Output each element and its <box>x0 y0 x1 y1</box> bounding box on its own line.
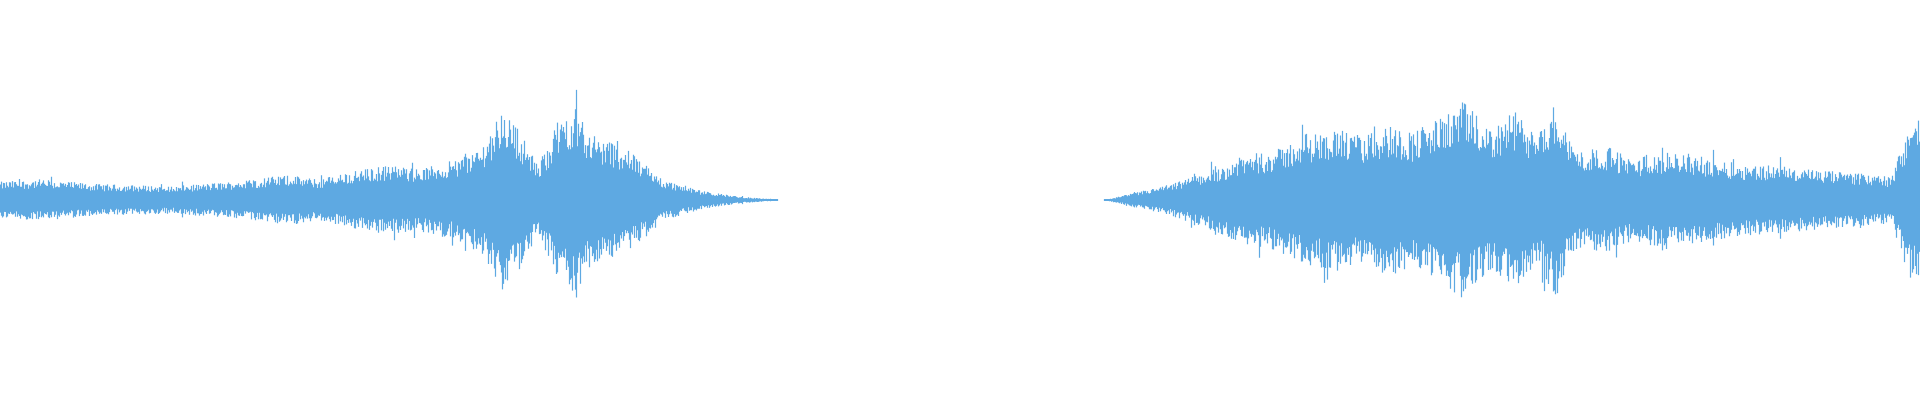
waveform-right-clip <box>1103 102 1920 298</box>
waveform-group <box>0 89 1920 298</box>
waveform-left-clip <box>0 89 779 298</box>
